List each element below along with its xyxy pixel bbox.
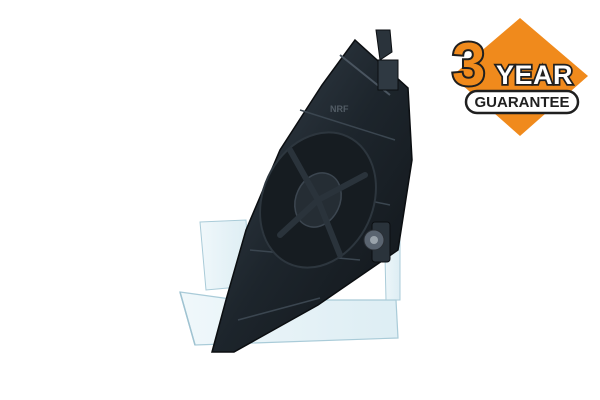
nrf-watermark-logo: NRF bbox=[330, 104, 349, 114]
badge-caption-pill bbox=[464, 89, 580, 115]
badge-word: YEAR bbox=[496, 60, 573, 90]
badge-caption: GUARANTEE bbox=[474, 94, 569, 111]
guarantee-badge: 3 YEAR GUARANTEE bbox=[450, 18, 588, 136]
cooling-fan-assembly bbox=[211, 29, 413, 353]
badge-diamond bbox=[452, 18, 588, 136]
badge-number: 3 bbox=[452, 31, 485, 98]
